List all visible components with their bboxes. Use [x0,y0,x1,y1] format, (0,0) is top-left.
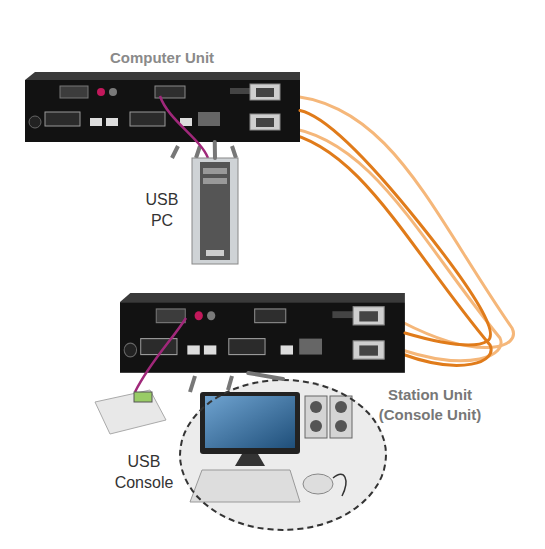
keyboard [190,470,300,502]
cable-connector [300,111,490,346]
speaker [305,396,327,438]
cable [172,146,178,158]
speaker [330,396,352,438]
console-area [179,379,387,531]
pc-tower [192,158,238,264]
device-node: Computer Unit [25,72,300,142]
drive-bay [203,168,227,174]
speaker-cone [310,420,322,432]
device-label: USB PC [140,190,184,232]
station-unit-device [120,293,405,373]
cable-connector [248,373,283,379]
cable [196,146,200,158]
monitor-stand [235,454,265,466]
speaker-cone [335,420,347,432]
cable [228,376,232,390]
pc-front [200,162,230,260]
device-label: Computer Unit [87,48,237,68]
pc-badge [206,250,224,256]
device-label: Station Unit (Console Unit) [360,385,500,424]
device-node: Station Unit (Console Unit) [120,293,405,373]
usb-cable [160,96,208,158]
computer-unit-device [25,72,300,142]
mouse-cable [333,474,346,496]
mouse [303,474,333,494]
cable [232,146,236,158]
cable-connector [213,142,217,158]
speaker-cone [310,401,322,413]
device-node: USB PC [192,158,238,264]
speaker-cone [335,401,347,413]
monitor-screen [205,396,295,448]
device-label: USB Console [111,452,177,494]
monitor [200,392,300,454]
cable [190,376,195,392]
usb-cable [135,318,186,392]
drive-bay [203,178,227,184]
smart-card [134,392,152,402]
device-node: USB Console [179,379,387,531]
card-reader [95,390,166,434]
